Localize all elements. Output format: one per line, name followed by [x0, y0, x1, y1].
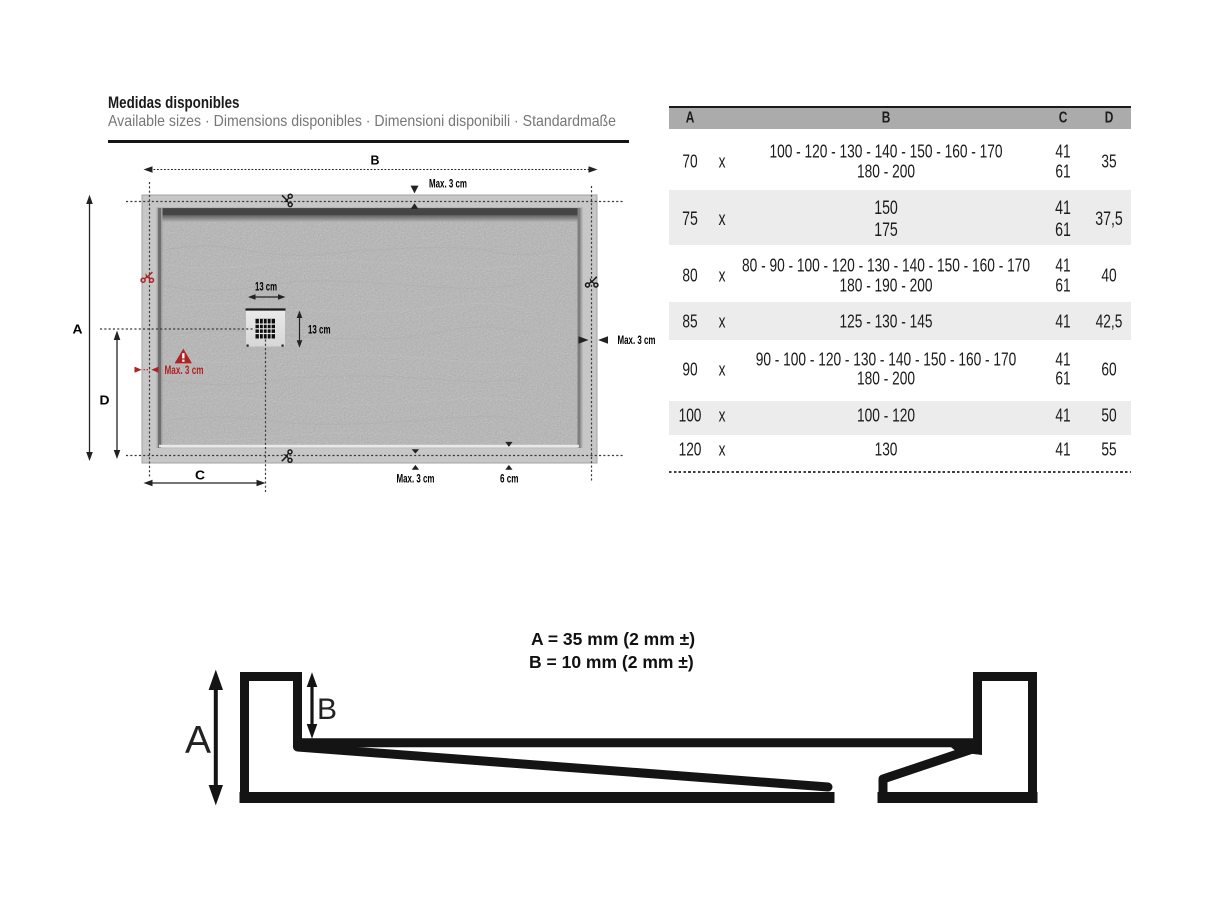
svg-text:B: B: [317, 693, 337, 726]
svg-text:C: C: [195, 469, 205, 483]
svg-text:B: B: [371, 154, 380, 168]
svg-text:Max. 3 cm: Max. 3 cm: [397, 474, 435, 486]
svg-text:6 cm: 6 cm: [500, 474, 519, 486]
svg-text:13 cm: 13 cm: [308, 325, 331, 337]
svg-text:B = 10 mm (2 mm ±): B = 10 mm (2 mm ±): [529, 652, 694, 672]
svg-text:D: D: [100, 394, 110, 408]
svg-text:Max. 3 cm: Max. 3 cm: [429, 179, 467, 191]
svg-text:13 cm: 13 cm: [255, 282, 277, 294]
svg-text:A: A: [185, 719, 211, 762]
svg-text:Max. 3 cm: Max. 3 cm: [618, 335, 656, 347]
svg-text:A = 35 mm (2 mm ±): A = 35 mm (2 mm ±): [531, 629, 695, 649]
svg-text:A: A: [73, 323, 83, 337]
svg-text:Max. 3 cm: Max. 3 cm: [165, 365, 204, 377]
